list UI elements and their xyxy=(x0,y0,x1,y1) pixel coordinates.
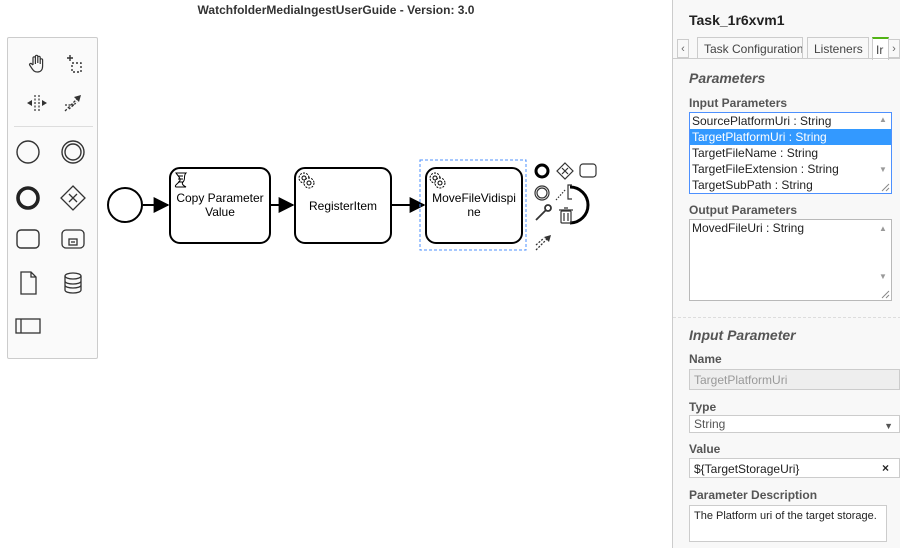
resize-handle-icon[interactable] xyxy=(881,183,890,192)
tab-input-output[interactable]: Ir xyxy=(872,37,889,60)
type-label: Type xyxy=(689,400,717,414)
task-label-line2: ne xyxy=(467,205,481,219)
end-event-arc xyxy=(569,185,590,225)
tabs-divider xyxy=(673,58,900,59)
input-parameters-label: Input Parameters xyxy=(689,96,788,110)
task-label-line1: RegisterItem xyxy=(309,199,377,213)
list-item[interactable]: MovedFileUri : String xyxy=(692,221,805,235)
tab-scroll-left-button[interactable]: ‹ xyxy=(677,39,689,58)
value-label: Value xyxy=(689,442,721,456)
connect-arrow-icon[interactable] xyxy=(535,235,551,251)
properties-panel: Task_1r6xvm1 ‹ Task Configuration Listen… xyxy=(672,0,900,548)
change-type-wrench-icon[interactable] xyxy=(535,204,552,221)
list-item[interactable]: TargetFileName : String xyxy=(692,146,819,160)
task-copy-parameter-value[interactable]: Copy Parameter Value xyxy=(169,167,271,244)
clear-icon[interactable]: × xyxy=(881,461,889,475)
end-event-icon[interactable] xyxy=(11,181,45,215)
chevron-down-icon: ▼ xyxy=(884,421,893,431)
palette xyxy=(7,37,98,359)
bpmn-diagram: Copy Parameter Value RegisterItem MoveFi… xyxy=(107,159,597,251)
task-label-line2: Value xyxy=(205,205,235,219)
script-task-icon xyxy=(174,172,188,188)
scroll-up-icon[interactable]: ▲ xyxy=(879,224,887,233)
input-parameter-heading: Input Parameter xyxy=(689,327,796,343)
delete-trash-icon[interactable] xyxy=(559,207,573,224)
parameter-description-label: Parameter Description xyxy=(689,488,818,502)
start-event[interactable] xyxy=(107,187,143,223)
text-annotation-icon[interactable] xyxy=(555,184,572,201)
list-item[interactable]: TargetSubPath : String xyxy=(692,178,813,192)
subprocess-icon[interactable] xyxy=(56,222,90,256)
space-tool-icon[interactable] xyxy=(20,86,54,120)
intermediate-event-icon[interactable] xyxy=(56,135,90,169)
resize-handle-icon[interactable] xyxy=(881,290,890,299)
data-store-icon[interactable] xyxy=(56,266,90,300)
parameter-description-textarea[interactable]: The Platform uri of the target storage. xyxy=(689,505,887,542)
type-select[interactable]: String ▼ xyxy=(689,415,900,433)
hand-tool-icon[interactable] xyxy=(20,47,54,81)
scroll-down-icon[interactable]: ▼ xyxy=(879,165,887,174)
task-move-file-vidispine[interactable]: MoveFileVidispi ne xyxy=(425,167,523,244)
section-divider xyxy=(673,317,900,318)
context-pad xyxy=(534,162,597,251)
append-task-icon[interactable] xyxy=(579,163,597,178)
tab-listeners[interactable]: Listeners xyxy=(807,37,869,59)
scroll-up-icon[interactable]: ▲ xyxy=(879,115,887,124)
tab-scroll-right-button[interactable]: › xyxy=(888,39,900,58)
parameters-heading: Parameters xyxy=(689,70,766,86)
list-item[interactable]: TargetFileExtension : String xyxy=(692,162,839,176)
append-gateway-icon[interactable] xyxy=(556,162,574,180)
append-end-event-icon[interactable] xyxy=(534,163,550,179)
service-task-gear-icon xyxy=(298,172,315,189)
lasso-tool-icon[interactable] xyxy=(56,47,90,81)
name-label: Name xyxy=(689,352,722,366)
task-icon[interactable] xyxy=(11,222,45,256)
pool-icon[interactable] xyxy=(11,309,45,343)
output-parameters-list[interactable]: MovedFileUri : String ▲ ▼ xyxy=(689,219,892,301)
service-task-gear-icon xyxy=(429,172,446,189)
gateway-icon[interactable] xyxy=(56,181,90,215)
start-event-icon[interactable] xyxy=(11,135,45,169)
type-select-value: String xyxy=(694,417,726,431)
diagram-canvas[interactable]: WatchfolderMediaIngestUserGuide - Versio… xyxy=(0,0,672,548)
element-id-title: Task_1r6xvm1 xyxy=(689,12,785,28)
task-register-item[interactable]: RegisterItem xyxy=(294,167,392,244)
task-label-line1: MoveFileVidispi xyxy=(432,191,516,205)
append-intermediate-event-icon[interactable] xyxy=(534,185,550,201)
list-item[interactable]: TargetPlatformUri : String xyxy=(690,129,891,145)
name-field: TargetPlatformUri xyxy=(689,369,900,390)
tab-task-configuration[interactable]: Task Configuration xyxy=(697,37,803,59)
output-parameters-label: Output Parameters xyxy=(689,203,798,217)
palette-separator xyxy=(14,126,93,127)
diagram-title: WatchfolderMediaIngestUserGuide - Versio… xyxy=(197,3,475,17)
data-object-icon[interactable] xyxy=(11,266,45,300)
global-connect-tool-icon[interactable] xyxy=(56,86,90,120)
value-input[interactable]: ${TargetStorageUri} × xyxy=(689,458,900,478)
task-label-line1: Copy Parameter xyxy=(176,191,263,205)
list-item[interactable]: SourcePlatformUri : String xyxy=(692,114,832,128)
scroll-down-icon[interactable]: ▼ xyxy=(879,272,887,281)
value-input-text: ${TargetStorageUri} xyxy=(694,462,800,476)
